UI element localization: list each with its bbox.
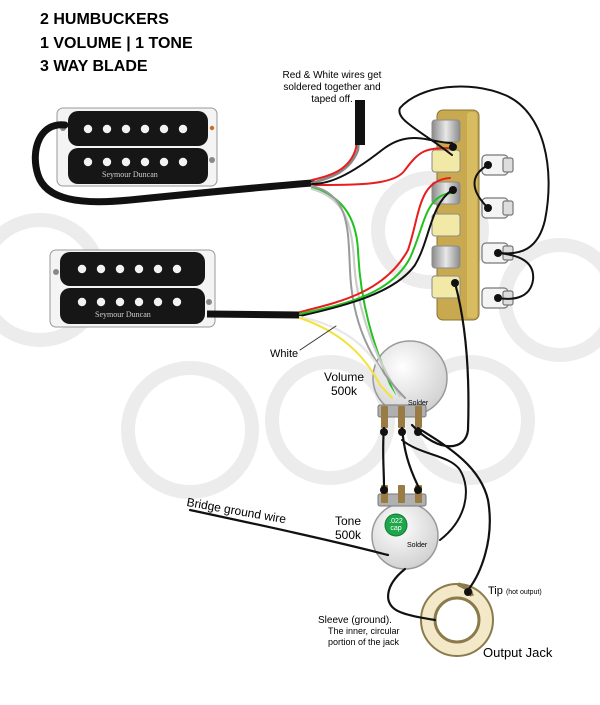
volume-solder-label: Solder <box>408 400 429 407</box>
tone-solder-label: Solder <box>407 542 428 549</box>
bridge-pickup <box>49 249 216 328</box>
cap-word: cap <box>390 525 402 532</box>
bridge-screw-icon <box>206 299 212 305</box>
diagram-title-line2: 1 VOLUME | 1 TONE <box>40 35 193 52</box>
neck-polepieces-bottom <box>83 157 188 167</box>
volume-pot <box>372 340 448 428</box>
volume-lug-1 <box>381 406 388 428</box>
neck-red-wire <box>311 147 453 186</box>
taped-red-wire <box>311 111 361 181</box>
bridge-green-wire <box>299 192 453 315</box>
bridge-pickup-brand: Seymour Duncan <box>95 310 151 319</box>
jack-inner-ring <box>433 596 481 644</box>
tone-pot <box>371 485 439 570</box>
jack-sleeve-label: Sleeve (ground). The inner, circular por… <box>318 615 400 648</box>
volume-ground-loop <box>401 439 467 541</box>
neck-pickup <box>56 107 218 187</box>
volume-lug-3 <box>415 406 422 428</box>
tone-capacitor <box>384 513 408 537</box>
bridge-red-wire <box>299 177 451 313</box>
jack-tip-wire <box>416 426 491 592</box>
volume-value: 500k <box>330 384 358 398</box>
jack-sleeve-wire <box>387 567 437 622</box>
diagram-title-line1: 2 HUMBUCKERS <box>40 11 169 28</box>
switch-side-rail <box>467 112 477 318</box>
tape-icon <box>355 100 365 145</box>
red-white-note: Red & White wires get soldered together … <box>272 70 392 106</box>
output-jack-label: Output Jack <box>483 645 553 660</box>
white-wire-label: White <box>270 348 299 360</box>
switch-output-wire <box>410 281 470 448</box>
volume-name: Volume <box>323 370 365 384</box>
bridge-yellow-wire <box>299 317 393 399</box>
cap-value: .022 <box>389 518 403 525</box>
switch-long-loop-wire <box>398 85 550 255</box>
tone-label: Tone 500k <box>330 514 366 542</box>
bridge-pickup-bottom-coil <box>60 288 205 324</box>
switch-jumper-wire <box>473 164 489 209</box>
sleeve-line2: The inner, circular <box>328 626 400 636</box>
diagram-title-line3: 3 WAY BLADE <box>40 58 148 75</box>
neck-pickup-top-coil <box>68 111 208 146</box>
neck-screw-icon <box>209 125 215 131</box>
tone-value: 500k <box>334 528 362 542</box>
tone-lug-2 <box>398 485 405 503</box>
red-white-note-line3: taped off. <box>311 94 353 105</box>
bridge-ground-wire <box>188 508 390 557</box>
tone-name: Tone <box>334 514 362 528</box>
neck-pickup-bottom-coil <box>68 148 208 184</box>
bridge-black-wire <box>299 189 453 317</box>
bridge-white-wire <box>298 315 397 398</box>
bridge-pickup-cable <box>206 310 301 319</box>
neck-polepieces-top <box>83 124 188 134</box>
bridge-pickup-top-coil <box>60 252 205 286</box>
watermark-rings <box>0 171 600 499</box>
neck-gray-wire <box>311 185 406 399</box>
white-pointer-line <box>299 325 337 351</box>
neck-pickup-cable <box>31 121 316 206</box>
wires <box>188 85 550 622</box>
jack-tip-note: (hot output) <box>505 589 542 596</box>
tone-cap-label: .022 cap <box>389 518 403 532</box>
volume-label: Volume 500k <box>322 370 366 398</box>
blade-switch <box>431 109 514 321</box>
volume-tone-wire <box>382 426 386 488</box>
jack-tip-text: Tip <box>488 585 503 597</box>
neck-white-wire <box>310 187 402 398</box>
tone-pot-body <box>371 502 439 570</box>
bridge-polepieces-top <box>77 264 182 274</box>
bridge-screw-icon <box>53 269 59 275</box>
sleeve-line1: Sleeve (ground). <box>318 615 392 626</box>
neck-pickup-brand: Seymour Duncan <box>102 170 158 179</box>
neck-screw-icon <box>209 157 215 163</box>
volume-lug-2 <box>398 406 405 428</box>
red-white-note-line1: Red & White wires get <box>282 70 382 81</box>
red-white-note-line2: soldered together and <box>283 82 381 93</box>
taped-red-white-wire <box>310 110 363 185</box>
solder-points <box>380 143 502 596</box>
jack-tip-label: Tip (hot output) <box>488 585 542 597</box>
bridge-polepieces-bottom <box>77 297 182 307</box>
sleeve-line3: portion of the jack <box>328 637 400 647</box>
switch-jumper-wire <box>497 252 535 300</box>
